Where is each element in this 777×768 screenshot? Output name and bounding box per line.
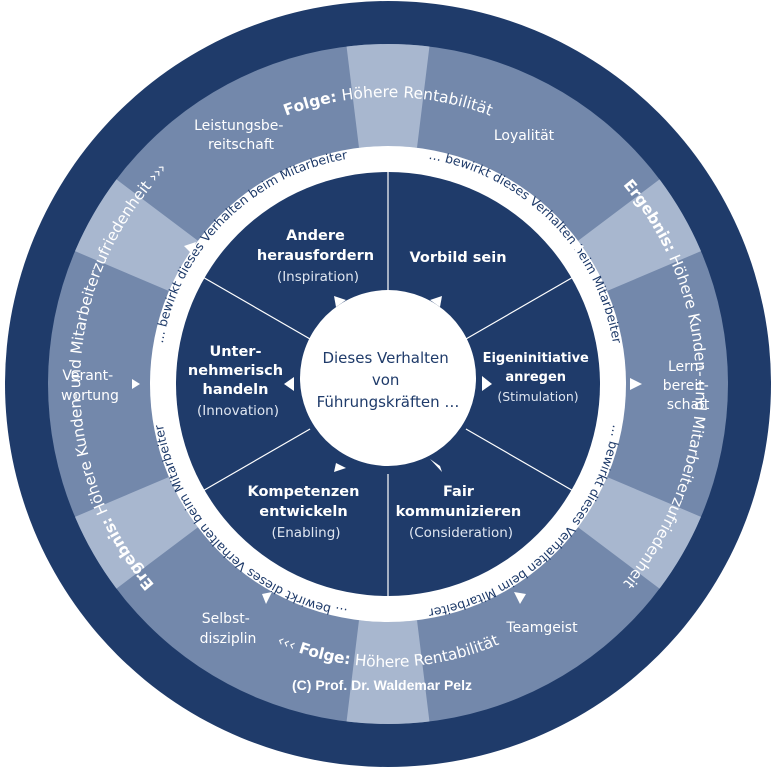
copyright-text: (C) Prof. Dr. Waldemar Pelz bbox=[292, 677, 472, 693]
light-wedge bbox=[346, 43, 430, 148]
behavior-eigeninitiative: Eigeninitiative anregen (Stimulation) bbox=[483, 351, 594, 404]
behavior-vorbild-sein: Vorbild sein bbox=[409, 250, 506, 266]
segment-dividers bbox=[204, 172, 572, 596]
light-wedge bbox=[75, 179, 198, 292]
arrow-icon bbox=[132, 379, 140, 389]
arrow-icon bbox=[262, 592, 272, 604]
light-wedge bbox=[578, 476, 701, 589]
divider-line bbox=[204, 277, 311, 340]
outcome-verantwortung: Verant- wortung bbox=[61, 368, 119, 404]
arrow-icon bbox=[284, 377, 294, 391]
arrow-icon bbox=[482, 376, 492, 391]
arrow-icon bbox=[430, 459, 442, 472]
divider-line bbox=[465, 428, 572, 491]
arrow-icon bbox=[630, 378, 642, 390]
divider-line bbox=[465, 277, 572, 340]
arrow-icon bbox=[334, 296, 346, 307]
arrow-icon bbox=[514, 592, 526, 604]
outcome-loyalitaet: Loyalität bbox=[494, 128, 555, 144]
center-arrows bbox=[284, 296, 492, 472]
light-wedge bbox=[75, 476, 198, 589]
outcome-leistungsbereitschaft: Leistungsbe- reitschaft bbox=[194, 118, 288, 153]
light-wedge bbox=[578, 179, 701, 292]
outcome-arrows bbox=[132, 242, 642, 604]
behavior-andere-herausfordern: Andere herausfordern (Inspiration) bbox=[257, 228, 379, 285]
behavior-unternehmerisch-handeln: Unter- nehmerisch handeln (Innovation) bbox=[188, 344, 288, 419]
outcome-teamgeist: Teamgeist bbox=[505, 620, 578, 636]
outcome-lernbereitschaft: Lern- bereit- schaft bbox=[663, 359, 713, 413]
center-text: Dieses Verhalten von Führungskräften … bbox=[317, 349, 460, 411]
arrow-icon bbox=[334, 463, 346, 472]
outcome-selbstdisziplin: Selbst- disziplin bbox=[200, 611, 257, 647]
arrow-icon bbox=[184, 242, 196, 254]
behavior-kompetenzen-entwickeln: Kompetenzen entwickeln (Enabling) bbox=[247, 484, 364, 541]
center-circle bbox=[300, 290, 476, 466]
light-wedges bbox=[75, 43, 701, 724]
behavior-fair-kommunizieren: Fair kommunizieren (Consideration) bbox=[396, 484, 527, 541]
arrow-icon bbox=[572, 242, 584, 254]
light-wedge bbox=[346, 620, 430, 724]
arrow-icon bbox=[430, 296, 442, 307]
divider-line bbox=[204, 428, 311, 491]
